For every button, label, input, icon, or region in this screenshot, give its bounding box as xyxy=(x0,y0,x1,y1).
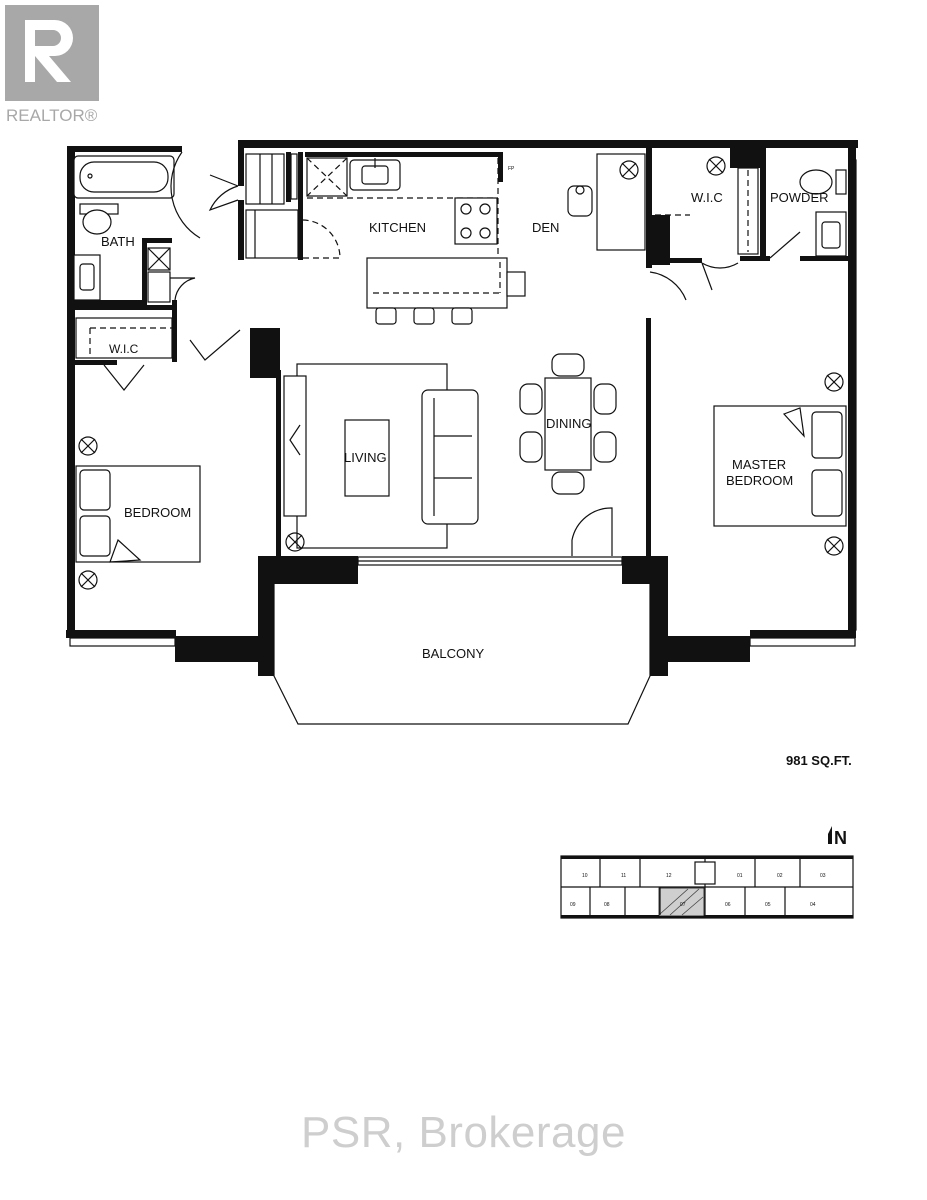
key-plan: 10 11 12 01 02 03 09 08 07 06 05 04 xyxy=(560,855,854,919)
room-label-wic-left: W.I.C xyxy=(109,342,139,356)
room-label-living: LIVING xyxy=(344,450,387,465)
master-fixtures xyxy=(713,372,847,556)
entry xyxy=(208,153,299,259)
room-label-powder: POWDER xyxy=(770,190,829,205)
key-unit-04: 04 xyxy=(810,902,816,908)
room-label-dining: DINING xyxy=(546,416,592,431)
north-label: N xyxy=(834,828,847,848)
key-unit-11: 11 xyxy=(621,873,626,879)
key-unit-02: 02 xyxy=(777,873,783,879)
wic-powder-fixtures xyxy=(649,156,847,301)
realtor-logo-text: REALTOR® xyxy=(6,106,98,125)
key-unit-06: 06 xyxy=(725,902,731,908)
area-label: 981 SQ.FT. xyxy=(786,753,852,768)
dining-fixtures xyxy=(519,353,617,495)
key-unit-07: 07 xyxy=(680,902,686,908)
bedroom-fixtures xyxy=(75,317,241,590)
key-unit-01: 01 xyxy=(737,873,743,879)
balcony-outline xyxy=(273,584,651,725)
key-unit-12: 12 xyxy=(666,873,672,879)
key-unit-03: 03 xyxy=(820,873,826,879)
bath-fixtures xyxy=(73,151,201,303)
living-fixtures xyxy=(283,363,613,556)
room-label-bedroom: BEDROOM xyxy=(124,505,191,520)
key-unit-10: 10 xyxy=(582,873,588,879)
room-label-balcony: BALCONY xyxy=(422,646,484,661)
room-label-master-line1: MASTER xyxy=(732,457,786,472)
brokerage-watermark: PSR, Brokerage xyxy=(301,1108,626,1157)
room-label-wic-right: W.I.C xyxy=(691,190,723,205)
north-indicator: N xyxy=(828,826,847,848)
key-unit-05: 05 xyxy=(765,902,771,908)
fp-label: FP xyxy=(508,166,515,172)
room-label-den: DEN xyxy=(532,220,559,235)
den-fixtures xyxy=(567,153,646,251)
key-unit-09: 09 xyxy=(570,902,576,908)
room-label-bath: BATH xyxy=(101,234,135,249)
key-unit-08: 08 xyxy=(604,902,610,908)
kitchen-fixtures: FP xyxy=(302,157,526,325)
realtor-logo: REALTOR® xyxy=(5,5,99,125)
room-label-master-line2: BEDROOM xyxy=(726,473,793,488)
windows xyxy=(69,159,857,647)
room-label-kitchen: KITCHEN xyxy=(369,220,426,235)
north-arrow-icon xyxy=(828,826,832,844)
room-labels: BATH W.I.C BEDROOM KITCHEN LIVING DEN DI… xyxy=(101,190,829,661)
